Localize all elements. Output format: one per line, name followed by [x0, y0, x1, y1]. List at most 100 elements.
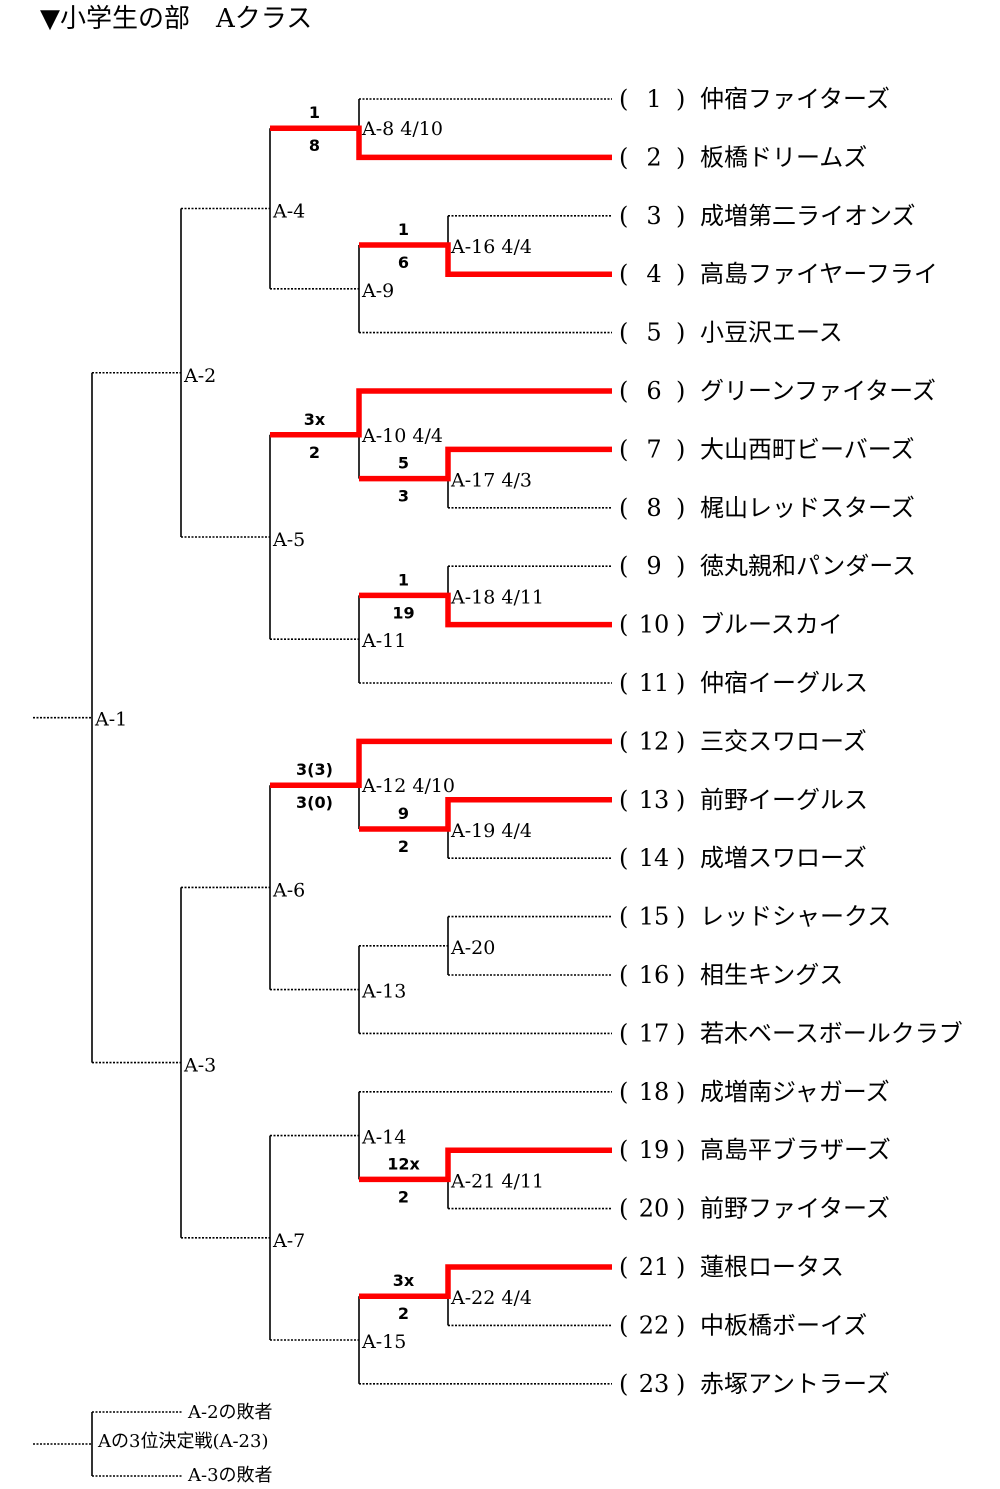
- team-paren-open: (: [619, 1078, 628, 1106]
- winner-lines: [270, 125, 612, 1299]
- team-entry: (4)高島ファイヤーフライ: [619, 260, 938, 288]
- team-paren-close: ): [676, 727, 685, 755]
- team-name: 三交スワローズ: [700, 727, 867, 755]
- match-label-A-9: A-9: [361, 280, 394, 302]
- match-label-A-17: A-17 4/3: [450, 470, 532, 492]
- third-place-bottom-label: A-3の敗者: [187, 1465, 273, 1486]
- team-paren-close: ): [676, 1370, 685, 1398]
- team-number: 23: [639, 1370, 670, 1398]
- team-number: 20: [639, 1195, 670, 1223]
- team-paren-close: ): [676, 260, 685, 288]
- match-label-A-7: A-7: [272, 1230, 305, 1252]
- team-name: 高島平ブラザーズ: [700, 1136, 891, 1164]
- team-paren-open: (: [619, 844, 628, 872]
- score-top-A-10: 3x: [304, 410, 326, 429]
- score-top-A-16: 1: [398, 220, 409, 239]
- team-entry: (3)成増第二ライオンズ: [619, 202, 916, 230]
- team-entry: (11)仲宿イーグルス: [619, 669, 868, 697]
- team-paren-open: (: [619, 552, 628, 580]
- team-number: 19: [639, 1136, 670, 1164]
- score-top-A-19: 9: [398, 804, 409, 823]
- team-paren-open: (: [619, 1311, 628, 1339]
- team-name: 板橋ドリームズ: [700, 143, 867, 171]
- score-bottom-A-18: 19: [392, 603, 414, 622]
- team-entry: (20)前野ファイターズ: [619, 1195, 890, 1223]
- team-number: 17: [639, 1019, 670, 1047]
- team-paren-close: ): [676, 669, 685, 697]
- team-entry: (16)相生キングス: [619, 961, 843, 989]
- match-label-A-8: A-8 4/10: [361, 118, 443, 140]
- team-name: 仲宿ファイターズ: [700, 85, 890, 113]
- team-entry: (1)仲宿ファイターズ: [619, 85, 890, 113]
- team-number: 13: [639, 786, 670, 814]
- team-paren-open: (: [619, 1136, 628, 1164]
- team-paren-close: ): [676, 961, 685, 989]
- team-paren-open: (: [619, 1195, 628, 1223]
- match-label-A-20: A-20: [450, 937, 495, 959]
- match-label-A-14: A-14: [361, 1127, 406, 1149]
- team-paren-open: (: [619, 1019, 628, 1047]
- third-place-bracket: A-2の敗者 Aの3位決定戦(A-23) A-3の敗者: [33, 1402, 273, 1486]
- team-number: 10: [639, 611, 670, 639]
- team-name: 中板橋ボーイズ: [700, 1311, 867, 1339]
- winner-path-A-18: [359, 592, 612, 628]
- third-place-top-label: A-2の敗者: [187, 1402, 273, 1423]
- team-paren-open: (: [619, 786, 628, 814]
- team-name: 蓮根ロータス: [700, 1253, 844, 1281]
- team-paren-close: ): [676, 1195, 685, 1223]
- match-label-A-18: A-18 4/11: [450, 586, 544, 608]
- team-number: 9: [646, 552, 661, 580]
- winner-path-A-10: [270, 388, 612, 438]
- team-paren-open: (: [619, 377, 628, 405]
- team-name: 成増第二ライオンズ: [700, 202, 916, 230]
- team-paren-close: ): [676, 143, 685, 171]
- team-name: 徳丸親和パンダース: [700, 552, 916, 580]
- team-paren-close: ): [676, 435, 685, 463]
- team-paren-close: ): [676, 1078, 685, 1106]
- team-name: 成増南ジャガーズ: [700, 1078, 890, 1106]
- match-label-A-12: A-12 4/10: [361, 775, 455, 797]
- team-paren-close: ): [676, 552, 685, 580]
- match-label-A-11: A-11: [361, 630, 406, 652]
- team-paren-open: (: [619, 669, 628, 697]
- team-paren-close: ): [676, 202, 685, 230]
- team-list: (1)仲宿ファイターズ(2)板橋ドリームズ(3)成増第二ライオンズ(4)高島ファ…: [619, 85, 963, 1398]
- team-name: 前野イーグルス: [700, 786, 868, 814]
- winner-path-A-22: [359, 1264, 612, 1299]
- team-paren-close: ): [676, 786, 685, 814]
- winner-path-A-17: [359, 446, 612, 482]
- third-place-title: Aの3位決定戦(A-23): [97, 1431, 268, 1452]
- team-entry: (6)グリーンファイターズ: [619, 377, 936, 405]
- team-paren-open: (: [619, 202, 628, 230]
- match-label-A-13: A-13: [361, 981, 406, 1003]
- team-number: 12: [639, 727, 670, 755]
- match-label-A-15: A-15: [361, 1331, 406, 1353]
- team-entry: (22)中板橋ボーイズ: [619, 1311, 867, 1339]
- match-label-A-2: A-2: [183, 365, 216, 387]
- team-paren-close: ): [676, 903, 685, 931]
- team-entry: (8)梶山レッドスターズ: [619, 494, 915, 522]
- team-paren-close: ): [676, 1253, 685, 1281]
- team-entry: (5)小豆沢エース: [619, 319, 843, 347]
- team-paren-close: ): [676, 377, 685, 405]
- team-paren-open: (: [619, 143, 628, 171]
- team-paren-close: ): [676, 1136, 685, 1164]
- score-bottom-A-12: 3(0): [296, 793, 333, 812]
- team-entry: (12)三交スワローズ: [619, 727, 867, 755]
- team-entry: (14)成増スワローズ: [619, 844, 867, 872]
- team-paren-close: ): [676, 85, 685, 113]
- team-paren-close: ): [676, 494, 685, 522]
- team-name: 若木ベースボールクラブ: [700, 1019, 963, 1047]
- team-entry: (15)レッドシャークス: [619, 903, 891, 931]
- winner-path-A-8: [270, 125, 612, 161]
- team-name: 仲宿イーグルス: [700, 669, 868, 697]
- score-bottom-A-17: 3: [398, 487, 409, 506]
- team-number: 6: [646, 377, 661, 405]
- team-number: 1: [646, 85, 661, 113]
- score-bottom-A-19: 2: [398, 837, 409, 856]
- score-bottom-A-8: 8: [309, 136, 320, 155]
- team-entry: (23)赤塚アントラーズ: [619, 1370, 890, 1398]
- winner-path-A-19: [359, 797, 612, 832]
- team-number: 14: [639, 844, 670, 872]
